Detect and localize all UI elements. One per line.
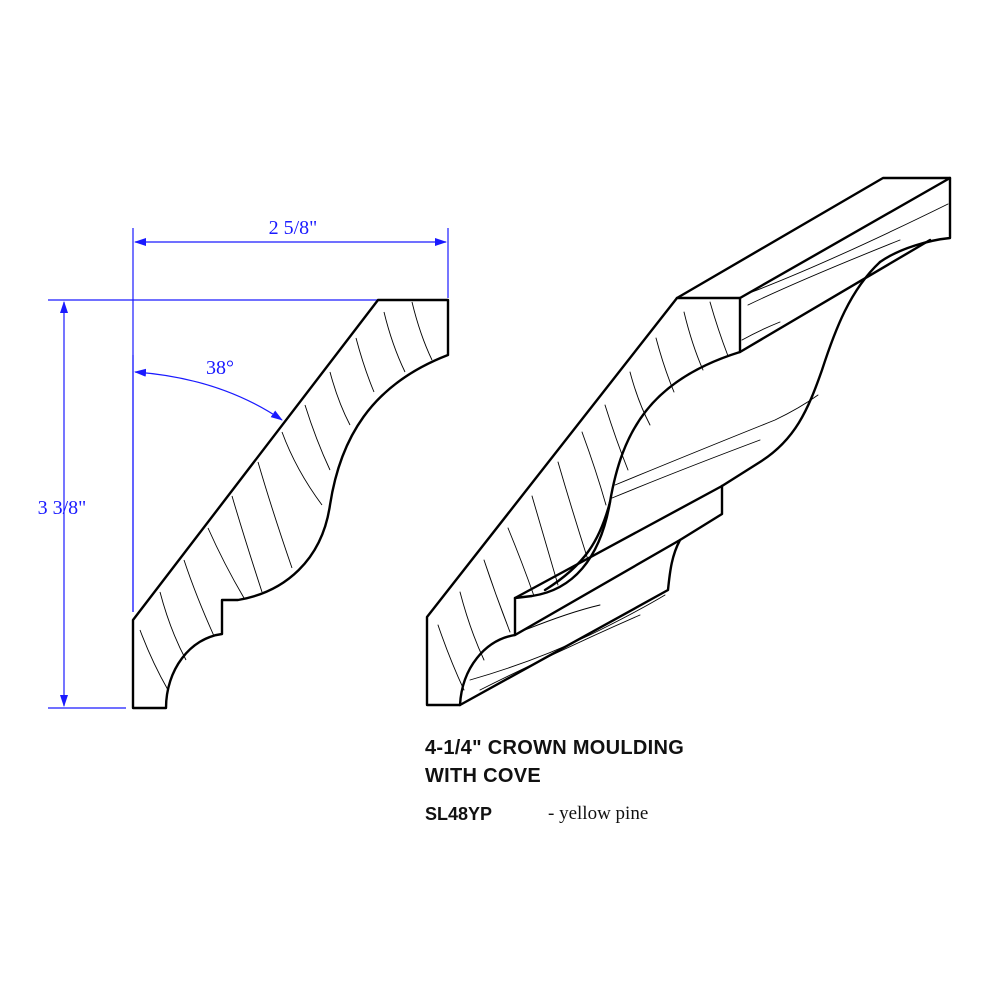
iso-end-grain	[437, 301, 729, 691]
height-dimension-label: 3 3/8"	[38, 497, 87, 519]
profile-outline	[131, 298, 450, 710]
iso-step-edge	[513, 484, 724, 600]
iso-bottom-bead	[513, 538, 682, 637]
product-sku: SL48YP	[425, 804, 493, 824]
iso-step	[458, 484, 724, 707]
product-title-line-1: 4-1/4" CROWN MOULDING	[425, 737, 685, 759]
iso-surface-grain	[469, 203, 949, 691]
width-dimension-label: 2 5/8"	[269, 217, 318, 239]
angle-arc	[134, 368, 283, 421]
profile-wood-grain	[139, 301, 433, 691]
iso-back-end	[878, 176, 952, 264]
product-title-line-2: WITH COVE	[425, 765, 542, 787]
iso-top-face	[675, 176, 952, 300]
moulding-isometric-view	[425, 176, 952, 707]
dimension-annotations	[48, 228, 449, 709]
angle-dimension-label: 38°	[206, 357, 234, 379]
iso-back-top-edge	[738, 238, 932, 354]
iso-cove-surface	[720, 260, 882, 488]
moulding-profile	[131, 298, 450, 710]
product-material: - yellow pine	[548, 803, 649, 824]
